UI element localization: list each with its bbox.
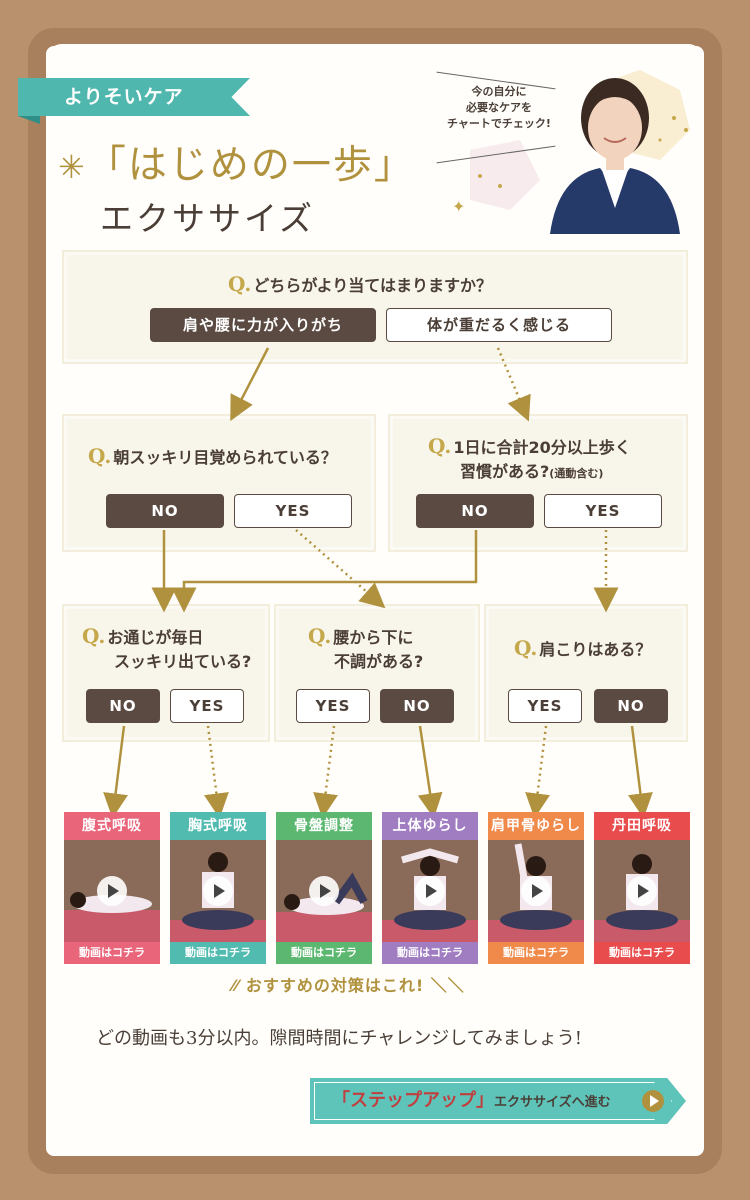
page-subtitle: エクササイズ: [100, 199, 316, 238]
video-title: 丹田呼吸: [594, 812, 690, 840]
play-icon[interactable]: [415, 876, 445, 906]
video-thumbnail: [594, 840, 690, 942]
slash-decoration-right: ＼＼: [424, 976, 465, 995]
video-title: 上体ゆらし: [382, 812, 478, 840]
video-thumbnail: [382, 840, 478, 942]
question-5-text: Q.腰から下に 不調がある?: [308, 624, 424, 671]
q5-yes-button[interactable]: YES: [296, 689, 370, 723]
video-link[interactable]: 動画はコチラ: [64, 942, 160, 964]
video-thumbnail: [488, 840, 584, 942]
video-thumbnail: [64, 840, 160, 942]
q6-yes-button[interactable]: YES: [508, 689, 582, 723]
question-2-text: Q.朝スッキリ目覚められている？: [88, 444, 337, 468]
q6-no-button[interactable]: NO: [594, 689, 668, 723]
q2-no-button[interactable]: NO: [106, 494, 224, 528]
step-up-cta-button[interactable]: 「ステップアップ」エクササイズへ進む: [310, 1078, 686, 1124]
speech-text: 今の自分に 必要なケアを チャートでチェック!: [447, 85, 551, 130]
video-card-pelvis-adjustment[interactable]: 骨盤調整 動画はコチラ: [276, 812, 372, 964]
slash-decoration-left: ⁄⁄: [232, 976, 246, 995]
question-panel-1: [62, 250, 688, 364]
q3-yes-button[interactable]: YES: [544, 494, 662, 528]
question-1-text: Q.どちらがより当てはまりますか？: [228, 272, 492, 296]
option-tense-shoulders-button[interactable]: 肩や腰に力が入りがち: [150, 308, 376, 342]
recommendation-caption: ⁄⁄ おすすめの対策はこれ! ＼＼: [232, 976, 465, 995]
video-thumbnail: [170, 840, 266, 942]
question-3-text: Q.1日に合計20分以上歩く 習慣がある?(通動含む): [428, 434, 631, 481]
play-icon[interactable]: [627, 876, 657, 906]
video-title: 肩甲骨ゆらし: [488, 812, 584, 840]
video-link[interactable]: 動画はコチラ: [170, 942, 266, 964]
cta-inner-border: [314, 1082, 672, 1120]
video-link[interactable]: 動画はコチラ: [276, 942, 372, 964]
option-heavy-body-button[interactable]: 体が重だるく感じる: [386, 308, 612, 342]
info-text: どの動画も3分以内。隙間時間にチャレンジしてみましょう!: [96, 1028, 582, 1049]
video-link[interactable]: 動画はコチラ: [382, 942, 478, 964]
video-link[interactable]: 動画はコチラ: [488, 942, 584, 964]
video-card-abdominal-breathing[interactable]: 腹式呼吸 動画はコチラ: [64, 812, 160, 964]
video-card-upper-body-sway[interactable]: 上体ゆらし 動画はコチラ: [382, 812, 478, 964]
video-title: 胸式呼吸: [170, 812, 266, 840]
q2-yes-button[interactable]: YES: [234, 494, 352, 528]
video-link[interactable]: 動画はコチラ: [594, 942, 690, 964]
play-icon[interactable]: [309, 876, 339, 906]
category-tag: よりそいケア: [18, 78, 250, 116]
svg-text:✦: ✦: [452, 197, 465, 216]
video-card-tanden-breathing[interactable]: 丹田呼吸 動画はコチラ: [594, 812, 690, 964]
question-6-text: Q.肩こりはある？: [514, 636, 652, 660]
play-icon[interactable]: [203, 876, 233, 906]
play-icon[interactable]: [97, 876, 127, 906]
play-circle-icon: [642, 1090, 664, 1112]
video-card-shoulder-blade-sway[interactable]: 肩甲骨ゆらし 動画はコチラ: [488, 812, 584, 964]
instructor-avatar: [540, 58, 690, 234]
question-4-text: Q.お通じが毎日 スッキリ出ている?: [82, 624, 252, 671]
q4-yes-button[interactable]: YES: [170, 689, 244, 723]
video-card-chest-breathing[interactable]: 胸式呼吸 動画はコチラ: [170, 812, 266, 964]
video-title: 腹式呼吸: [64, 812, 160, 840]
page-title: ✳「はじめの一歩」: [58, 143, 415, 188]
q3-no-button[interactable]: NO: [416, 494, 534, 528]
play-icon[interactable]: [521, 876, 551, 906]
sparkle-icon: ✳: [58, 148, 87, 186]
video-thumbnail: [276, 840, 372, 942]
q5-no-button[interactable]: NO: [380, 689, 454, 723]
tag-fold: [18, 116, 40, 124]
q4-no-button[interactable]: NO: [86, 689, 160, 723]
video-title: 骨盤調整: [276, 812, 372, 840]
flow-arrows: [103, 347, 653, 819]
cta-label: 「ステップアップ」エクササイズへ進む: [332, 1090, 611, 1111]
